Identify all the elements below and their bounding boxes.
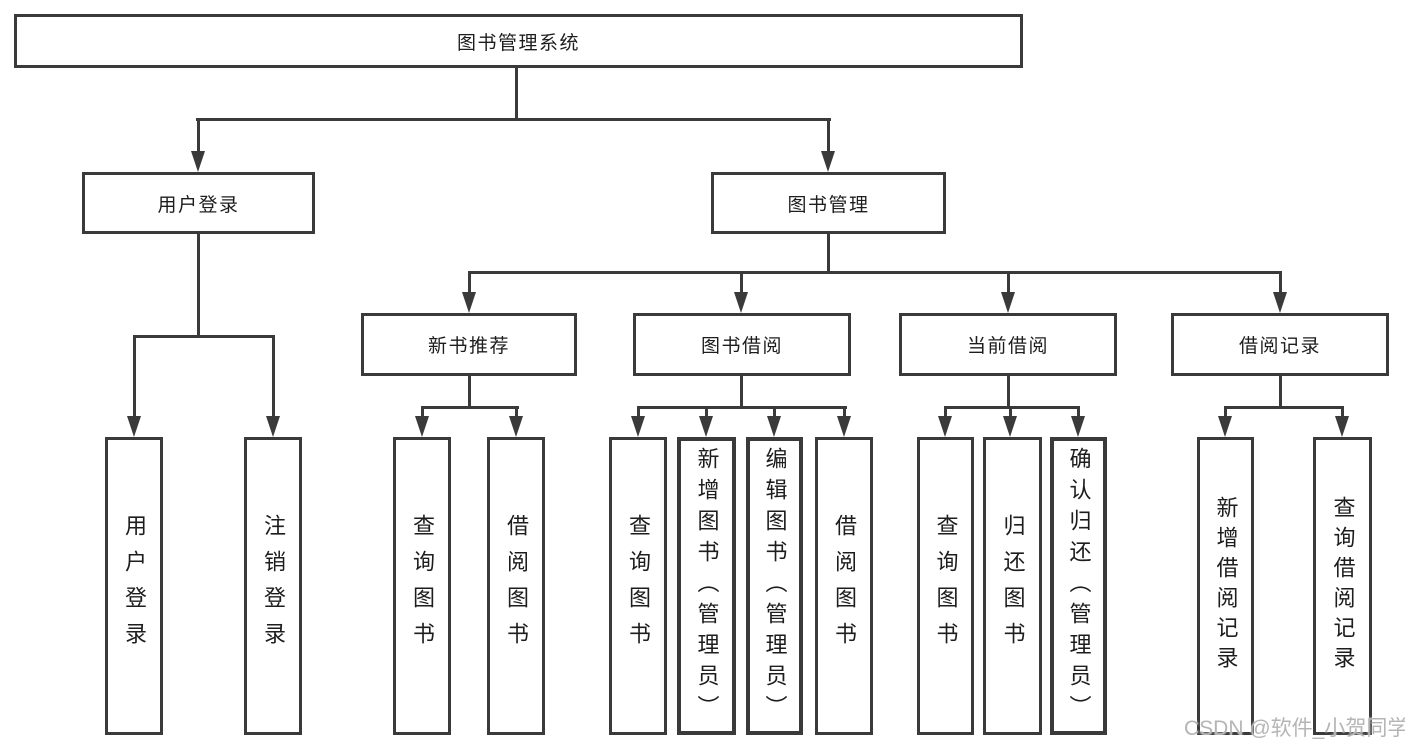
connector-line — [468, 374, 471, 409]
leaf-label: 确认归还（管理员） — [1066, 446, 1092, 726]
connector-line — [1224, 406, 1227, 418]
connector-line — [515, 406, 518, 418]
connector-line — [1007, 374, 1010, 409]
arrowhead-icon — [1273, 292, 1287, 313]
node-label: 用户登录 — [157, 194, 240, 216]
connector-line — [637, 406, 847, 409]
connector-line — [468, 271, 1282, 274]
connector-line — [827, 232, 830, 274]
connector-line — [705, 406, 708, 418]
connector-line — [843, 406, 846, 418]
leaf-label: 用户登录 — [122, 514, 147, 658]
arrowhead-icon — [1335, 416, 1349, 437]
connector-line — [1009, 406, 1012, 418]
arrowhead-icon — [191, 151, 205, 172]
connector-line — [272, 335, 275, 417]
connector-line — [740, 271, 743, 293]
leaf-user-login: 用户登录 — [105, 437, 163, 735]
node-label: 借阅记录 — [1238, 336, 1321, 357]
connector-line — [421, 406, 519, 409]
node-borrow-records: 借阅记录 — [1171, 313, 1389, 376]
leaf-add-borrow-record: 新增借阅记录 — [1197, 437, 1254, 735]
leaf-label: 归还图书 — [1000, 514, 1026, 658]
leaf-label: 查询图书 — [410, 514, 435, 658]
connector-line — [515, 67, 518, 121]
leaf-newbook-query-book: 查询图书 — [393, 437, 451, 735]
leaf-label: 借阅图书 — [832, 514, 857, 658]
leaf-label: 查询借阅记录 — [1330, 496, 1356, 676]
connector-line — [773, 406, 776, 418]
leaf-label: 借阅图书 — [504, 514, 529, 658]
connector-line — [827, 118, 830, 154]
connector-line — [944, 406, 947, 418]
leaf-borrow-query-book: 查询图书 — [609, 437, 667, 735]
arrowhead-icon — [415, 416, 429, 437]
connector-line — [468, 271, 471, 293]
leaf-label: 注销登录 — [261, 514, 286, 658]
leaf-label: 查询图书 — [626, 514, 651, 658]
arrowhead-icon — [767, 416, 781, 437]
arrowhead-icon — [1003, 416, 1017, 437]
connector-line — [1077, 406, 1080, 418]
arrowhead-icon — [821, 151, 835, 172]
node-new-book-recommend: 新书推荐 — [361, 313, 577, 376]
node-label: 图书管理系统 — [456, 32, 580, 54]
leaf-label: 查询图书 — [933, 514, 959, 658]
arrowhead-icon — [509, 416, 523, 437]
connector-line — [1279, 374, 1282, 409]
leaf-query-borrow-record: 查询借阅记录 — [1313, 437, 1372, 735]
csdn-watermark: CSDN @软件_小贺同学 — [1184, 717, 1405, 740]
arrowhead-icon — [734, 292, 748, 313]
node-label: 图书借阅 — [700, 336, 783, 357]
connector-line — [944, 406, 1080, 409]
leaf-edit-book-admin: 编辑图书（管理员） — [746, 437, 803, 735]
connector-line — [133, 335, 275, 338]
connector-line — [421, 406, 424, 418]
connector-line — [740, 374, 743, 409]
arrowhead-icon — [699, 416, 713, 437]
connector-line — [196, 118, 831, 121]
leaf-logout: 注销登录 — [244, 437, 302, 735]
leaf-label: 新增图书（管理员） — [694, 446, 720, 726]
arrowhead-icon — [938, 416, 952, 437]
leaf-label: 编辑图书（管理员） — [762, 446, 788, 726]
connector-line — [637, 406, 640, 418]
connector-line — [133, 335, 136, 417]
leaf-confirm-return-admin: 确认归还（管理员） — [1050, 437, 1107, 735]
connector-line — [1279, 271, 1282, 293]
connector-line — [197, 232, 200, 338]
leaf-return-book: 归还图书 — [983, 437, 1042, 735]
arrowhead-icon — [1001, 292, 1015, 313]
node-root-system: 图书管理系统 — [14, 14, 1023, 68]
arrowhead-icon — [462, 292, 476, 313]
leaf-current-query-book: 查询图书 — [917, 437, 974, 735]
arrowhead-icon — [266, 416, 280, 437]
connector-line — [1341, 406, 1344, 418]
node-user-login: 用户登录 — [82, 172, 315, 234]
node-current-borrow: 当前借阅 — [899, 313, 1117, 376]
arrowhead-icon — [127, 416, 141, 437]
node-label: 新书推荐 — [427, 336, 510, 357]
leaf-add-book-admin: 新增图书（管理员） — [677, 437, 736, 735]
leaf-borrow-borrow-book: 借阅图书 — [815, 437, 873, 735]
arrowhead-icon — [1071, 416, 1085, 437]
arrowhead-icon — [837, 416, 851, 437]
leaf-label: 新增借阅记录 — [1213, 496, 1239, 676]
connector-line — [1224, 406, 1344, 409]
connector-line — [1007, 271, 1010, 293]
leaf-newbook-borrow-book: 借阅图书 — [487, 437, 545, 735]
node-label: 图书管理 — [787, 194, 870, 216]
node-book-management: 图书管理 — [711, 172, 946, 234]
connector-line — [197, 118, 200, 154]
arrowhead-icon — [631, 416, 645, 437]
node-book-borrow: 图书借阅 — [633, 313, 851, 376]
arrowhead-icon — [1218, 416, 1232, 437]
node-label: 当前借阅 — [966, 336, 1049, 357]
